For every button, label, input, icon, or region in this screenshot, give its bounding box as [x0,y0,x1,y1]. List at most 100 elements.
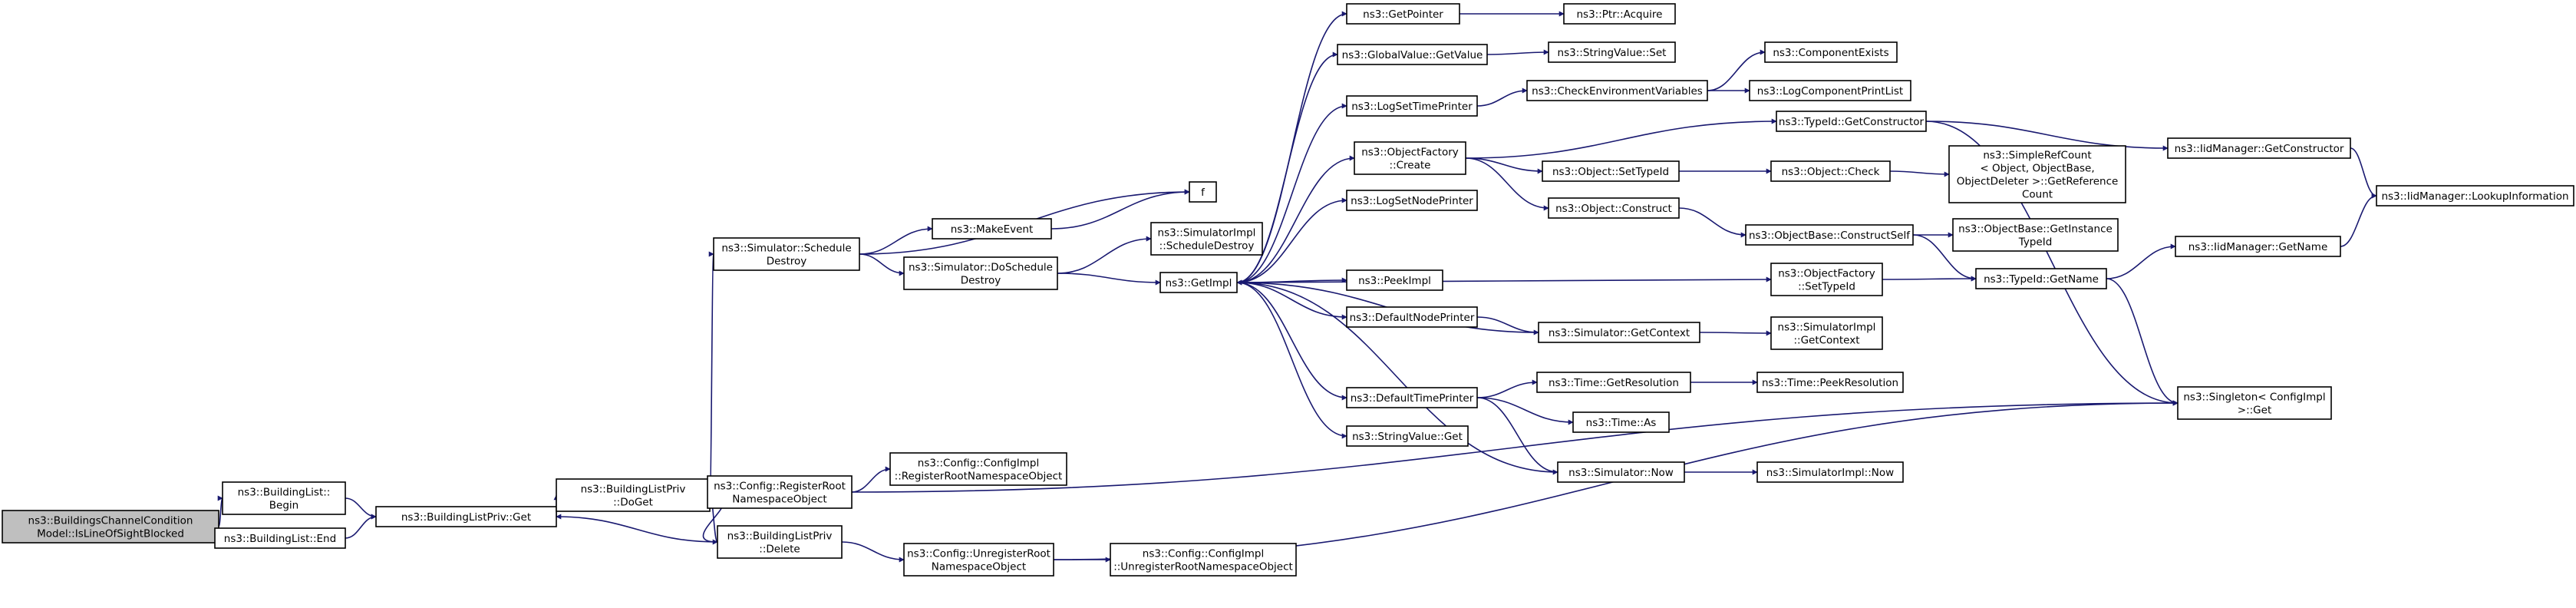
call-edge [1236,103,1347,283]
edge-getImpl-to-objFactSetTypeId [1236,276,1772,283]
call-edge [1057,236,1152,274]
node-box [1354,141,1466,175]
node-iidLookup[interactable]: ns3::IidManager::LookupInformation [2376,185,2574,207]
node-simpleRefCount[interactable]: ns3::SimpleRefCount< Object, ObjectBase,… [1948,145,2126,203]
node-label: ObjectDeleter >::GetReference [1957,176,2119,188]
node-stringValueGet[interactable]: ns3::StringValue::Get [1346,425,1469,447]
node-box [1776,111,1927,132]
node-getPointer[interactable]: ns3::GetPointer [1346,3,1460,25]
node-label: ns3::Time::GetResolution [1549,377,1679,389]
node-peekImpl[interactable]: ns3::PeekImpl [1346,269,1443,291]
node-logCompPrint[interactable]: ns3::LogComponentPrintList [1749,80,1911,101]
node-simImplSchedDestroy[interactable]: ns3::SimulatorImpl::ScheduleDestroy [1150,222,1263,256]
node-cfgImplReg[interactable]: ns3::Config::ConfigImpl::RegisterRootNam… [889,452,1067,486]
node-box [1150,222,1263,256]
call-edge [1465,157,1543,174]
call-edge [1236,279,1558,473]
node-cfgReg[interactable]: ns3::Config::RegisterRootNamespaceObject [707,475,853,509]
call-edge [1476,379,1538,398]
node-compExists[interactable]: ns3::ComponentExists [1764,41,1898,63]
node-box [1770,316,1883,350]
node-defNodePrinter[interactable]: ns3::DefaultNodePrinter [1346,306,1478,328]
node-globalValueGet[interactable]: ns3::GlobalValue::GetValue [1337,44,1488,65]
node-getImpl[interactable]: ns3::GetImpl [1159,272,1238,293]
call-edge [1465,157,1549,211]
node-label: ns3::LogComponentPrintList [1757,85,1903,97]
node-objFactSetTypeId[interactable]: ns3::ObjectFactory::SetTypeId [1770,263,1883,296]
node-label: ns3::Simulator::Now [1568,467,1674,479]
node-label: ns3::StringValue::Get [1352,431,1463,443]
node-blpDelete[interactable]: ns3::BuildingListPriv::Delete [717,525,843,559]
node-label: ns3::Simulator::Schedule [721,243,851,255]
node-root[interactable]: ns3::BuildingsChannelConditionModel::IsL… [2,510,219,544]
node-objBaseConstructSelf[interactable]: ns3::ObjectBase::ConstructSelf [1745,224,1914,246]
node-label: ::SetTypeId [1798,281,1855,293]
call-edge [1057,273,1161,286]
node-timeAs[interactable]: ns3::Time::As [1572,411,1670,433]
node-cfgUnreg[interactable]: ns3::Config::UnregisterRootNamespaceObje… [903,543,1054,577]
node-box [1346,3,1460,25]
node-timePeekRes[interactable]: ns3::Time::PeekResolution [1756,372,1904,393]
node-simGetContext[interactable]: ns3::Simulator::GetContext [1538,322,1700,343]
node-box [1975,268,2107,289]
node-label: ::DoGet [613,497,653,509]
call-edge [1925,121,2179,406]
node-label: ns3::Simulator::GetContext [1549,327,1690,339]
node-objSetTypeId[interactable]: ns3::Object::SetTypeId [1542,160,1680,182]
node-logSetNode[interactable]: ns3::LogSetNodePrinter [1346,190,1478,211]
node-label: ns3::ComponentExists [1773,47,1888,59]
node-makeEvent[interactable]: ns3::MakeEvent [932,218,1052,240]
node-box [1538,322,1700,343]
node-box [2177,386,2332,420]
function-nodes: ns3::BuildingsChannelConditionModel::IsL… [2,3,2574,577]
node-simSchedDestroy[interactable]: ns3::Simulator::ScheduleDestroy [713,237,860,271]
call-edge [1925,121,2169,151]
node-typeIdGetName[interactable]: ns3::TypeId::GetName [1975,268,2107,289]
node-objConstruct[interactable]: ns3::Object::Construct [1548,197,1680,219]
node-singletonGet[interactable]: ns3::Singleton< ConfigImpl >::Get [2177,386,2332,420]
node-label: >::Get [2238,405,2271,417]
node-box [1764,41,1898,63]
node-simNow[interactable]: ns3::Simulator::Now [1557,461,1685,483]
node-objFactCreate[interactable]: ns3::ObjectFactory::Create [1354,141,1466,175]
node-label: < Object, ObjectBase, [1980,163,2094,175]
call-edge [556,514,718,543]
node-box [1110,543,1297,577]
node-label: ns3::LogSetTimePrinter [1351,101,1473,113]
node-cfgImplUnreg[interactable]: ns3::Config::ConfigImpl::UnregisterRootN… [1110,543,1297,577]
node-simImplGetContext[interactable]: ns3::SimulatorImpl::GetContext [1770,316,1883,350]
edge-objCheck-to-simpleRefCount [1889,170,1950,177]
node-blBegin[interactable]: ns3::BuildingList::Begin [222,481,346,515]
edge-typeIdGetName-to-iidGetName [2106,243,2176,279]
node-ptrAcquire[interactable]: ns3::Ptr::Acquire [1563,3,1676,25]
node-f[interactable]: f [1189,181,1217,203]
node-blEnd[interactable]: ns3::BuildingList::End [214,527,346,549]
node-checkEnv[interactable]: ns3::CheckEnvironmentVariables [1526,80,1708,101]
node-blpDoGet[interactable]: ns3::BuildingListPriv::DoGet [556,478,711,512]
node-blpGet[interactable]: ns3::BuildingListPriv::Get [375,506,557,527]
node-stringValueSet[interactable]: ns3::StringValue::Set [1548,41,1676,63]
node-simImplNow[interactable]: ns3::SimulatorImpl::Now [1756,461,1904,483]
call-edge [1465,118,1777,159]
node-box [903,256,1058,290]
node-label: ::UnregisterRootNamespaceObject [1113,561,1293,573]
node-label: ns3::DefaultNodePrinter [1350,312,1475,324]
node-box [1745,224,1914,246]
node-objCheck[interactable]: ns3::Object::Check [1770,160,1891,182]
node-defTimePrinter[interactable]: ns3::DefaultTimePrinter [1346,387,1478,408]
node-label: ns3::SimulatorImpl [1158,227,1256,240]
call-edge [1236,276,1772,283]
call-edge [851,400,2179,493]
node-iidGetCtor[interactable]: ns3::IidManager::GetConstructor [2167,137,2351,159]
node-box [1749,80,1911,101]
node-timeGetRes[interactable]: ns3::Time::GetResolution [1536,372,1691,393]
node-iidGetName[interactable]: ns3::IidManager::GetName [2175,236,2341,257]
node-typeIdGetCtor[interactable]: ns3::TypeId::GetConstructor [1776,111,1927,132]
edge-simGetContext-to-simImplGetContext [1699,330,1772,336]
edge-blpDelete-to-blpGet [556,514,718,543]
edge-defTimePrinter-to-simNow [1476,397,1558,475]
edge-getImpl-to-logSetTime [1236,103,1347,283]
node-logSetTime[interactable]: ns3::LogSetTimePrinter [1346,95,1478,117]
